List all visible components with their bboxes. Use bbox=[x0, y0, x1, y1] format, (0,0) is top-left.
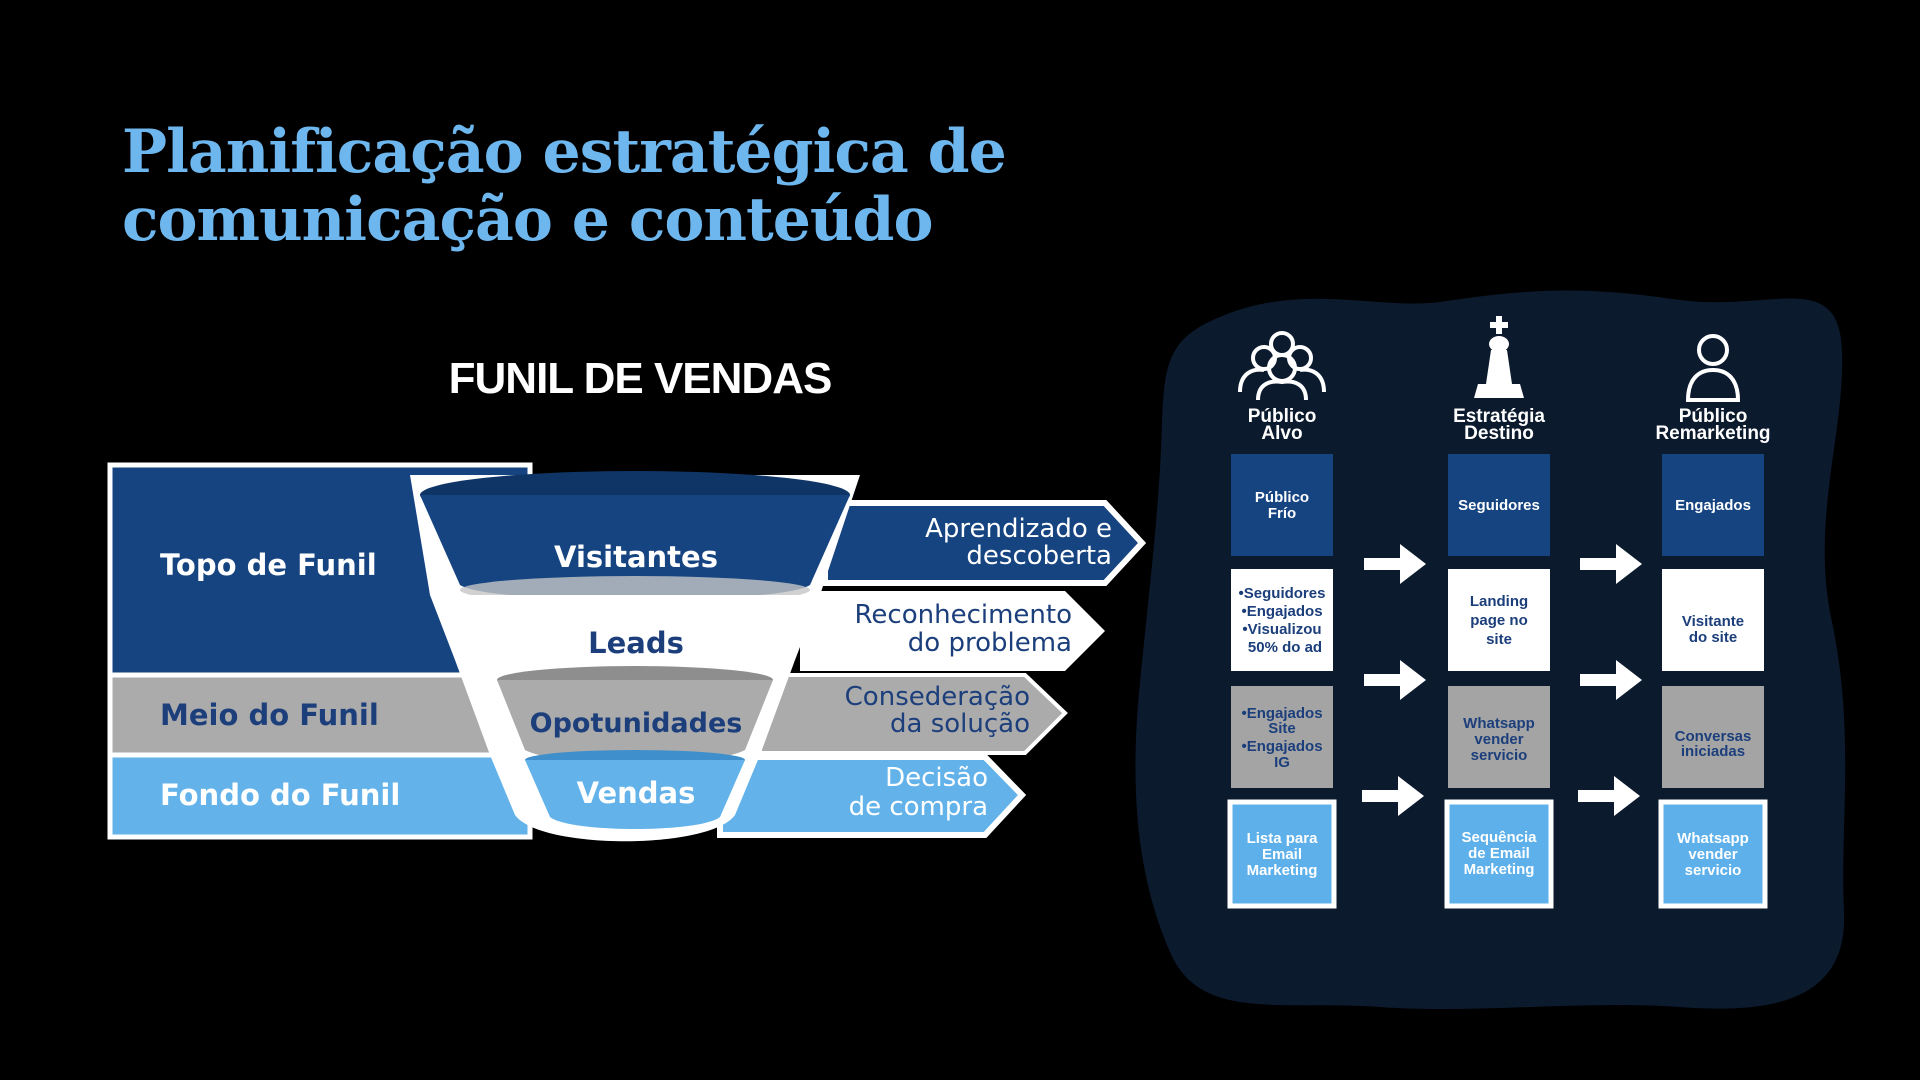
funnel-stage-leads bbox=[462, 595, 808, 675]
flow-arrows bbox=[1362, 544, 1642, 816]
box-text: Engajados bbox=[1675, 497, 1751, 514]
box-text: vender bbox=[1474, 731, 1523, 748]
box-text: •Engajados bbox=[1241, 738, 1322, 755]
header-col-3-line-1: Público bbox=[1679, 406, 1748, 427]
box-col-2-row-1 bbox=[1448, 454, 1550, 556]
header-col-1-line-2: Alvo bbox=[1261, 423, 1302, 444]
funnel-label-visitors: Visitantes bbox=[554, 540, 718, 574]
box-text: Marketing bbox=[1247, 862, 1318, 879]
box-col-3-row-3 bbox=[1662, 686, 1764, 788]
box-text: •Engajados bbox=[1241, 603, 1322, 620]
arrow-label-3-line-1: Consederação bbox=[845, 682, 1030, 712]
box-text: •Engajados bbox=[1241, 705, 1322, 722]
band-label-middle: Meio do Funil bbox=[160, 698, 379, 732]
box-col-1-row-3 bbox=[1231, 686, 1333, 788]
arrow-right-icon bbox=[1364, 544, 1426, 584]
box-text: Marketing bbox=[1464, 861, 1535, 878]
page-title: Planificação estratégica de comunicação … bbox=[122, 117, 1007, 255]
sales-funnel: Topo de Funil Meio do Funil Fondo do Fun… bbox=[107, 462, 1147, 842]
box-col-3-row-1 bbox=[1662, 454, 1764, 556]
box-text: IG bbox=[1274, 754, 1290, 771]
funnel-heading: FUNIL DE VENDAS bbox=[448, 354, 833, 403]
box-text: •Seguidores bbox=[1239, 585, 1326, 602]
box-col-2-row-4 bbox=[1444, 799, 1554, 909]
box-text: Email bbox=[1262, 846, 1302, 863]
person-icon bbox=[1685, 334, 1741, 402]
chess-king-icon bbox=[1474, 316, 1524, 398]
arrow-label-3-line-2: da solução bbox=[890, 709, 1030, 739]
box-text: Frío bbox=[1268, 505, 1296, 522]
arrow-consideration-problem bbox=[800, 591, 1105, 671]
box-text: iniciadas bbox=[1681, 743, 1745, 760]
box-text: servicio bbox=[1685, 862, 1742, 879]
box-text: vender bbox=[1688, 846, 1737, 863]
arrow-right-icon bbox=[1364, 660, 1426, 700]
arrow-label-1-line-1: Aprendizado e bbox=[925, 514, 1112, 544]
arrow-label-1-line-2: descoberta bbox=[966, 541, 1112, 571]
title-line-2: comunicação e conteúdo bbox=[122, 185, 934, 255]
box-text: Sequência bbox=[1461, 829, 1537, 846]
header-col-3-line-2: Remarketing bbox=[1655, 423, 1770, 444]
box-text: page no bbox=[1470, 612, 1528, 629]
box-text: Whatsapp bbox=[1463, 715, 1535, 732]
box-text: do site bbox=[1689, 629, 1737, 646]
arrow-right-icon bbox=[1580, 660, 1642, 700]
box-text: 50% do ad bbox=[1248, 639, 1322, 656]
box-col-3-row-2 bbox=[1662, 569, 1764, 671]
arrow-right-icon bbox=[1362, 776, 1424, 816]
box-col-1-row-4 bbox=[1227, 799, 1337, 909]
header-col-2-line-1: Estratégia bbox=[1453, 406, 1545, 427]
group-icon bbox=[1238, 331, 1326, 401]
box-text: Visitante bbox=[1682, 613, 1744, 630]
box-text: Conversas bbox=[1675, 728, 1752, 745]
band-bottom bbox=[107, 752, 533, 840]
box-text: de Email bbox=[1468, 845, 1530, 862]
arrow-label-4-line-2: de compra bbox=[849, 792, 988, 822]
box-text: Site bbox=[1268, 720, 1296, 737]
arrow-label-2-line-2: do problema bbox=[908, 628, 1072, 658]
box-col-2-row-3 bbox=[1448, 686, 1550, 788]
box-text: Lista para bbox=[1247, 830, 1319, 847]
funnel-stage-sales bbox=[525, 760, 745, 829]
title-line-1: Planificação estratégica de bbox=[122, 117, 1007, 187]
box-col-1-row-2 bbox=[1231, 569, 1333, 671]
arrow-right-icon bbox=[1580, 544, 1642, 584]
box-col-1-row-1 bbox=[1231, 454, 1333, 556]
box-text: Whatsapp bbox=[1677, 830, 1749, 847]
funnel-label-sales: Vendas bbox=[577, 776, 696, 810]
arrow-label-4-line-1: Decisão bbox=[885, 763, 988, 793]
box-text: site bbox=[1486, 631, 1512, 648]
arrow-right-icon bbox=[1578, 776, 1640, 816]
box-col-3-row-4 bbox=[1658, 799, 1768, 909]
band-label-bottom: Fondo do Funil bbox=[160, 778, 400, 812]
funnel-stage-opportunities bbox=[497, 680, 773, 763]
funnel-stage-visitors bbox=[420, 495, 850, 600]
box-col-2-row-2 bbox=[1448, 569, 1550, 671]
header-col-1-line-1: Público bbox=[1248, 406, 1317, 427]
strategy-panel: Público Alvo Estratégia Destino Público … bbox=[1135, 290, 1846, 1010]
box-text: servicio bbox=[1471, 747, 1528, 764]
box-text: Seguidores bbox=[1458, 497, 1540, 514]
arrow-label-2-line-1: Reconhecimento bbox=[855, 600, 1072, 630]
funnel-label-opportunities: Opotunidades bbox=[530, 708, 743, 739]
box-text: Landing bbox=[1470, 593, 1528, 610]
funnel-label-leads: Leads bbox=[588, 626, 684, 660]
box-text: Público bbox=[1255, 489, 1309, 506]
band-label-top: Topo de Funil bbox=[160, 548, 377, 582]
header-col-2-line-2: Destino bbox=[1464, 423, 1534, 444]
box-text: •Visualizou bbox=[1242, 621, 1321, 638]
